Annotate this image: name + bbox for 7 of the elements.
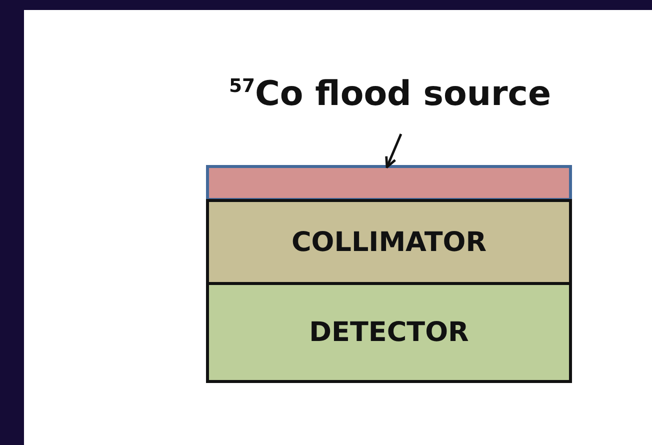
collimator-layer — [206, 199, 572, 285]
layer-label: COLLIMATOR — [291, 226, 487, 258]
detector-layer — [206, 282, 572, 383]
layer-label: DETECTOR — [309, 317, 469, 348]
arrow — [385, 134, 402, 168]
source-label: $^{57}$Co flood source — [228, 74, 552, 114]
flood-source-bar — [206, 165, 572, 201]
